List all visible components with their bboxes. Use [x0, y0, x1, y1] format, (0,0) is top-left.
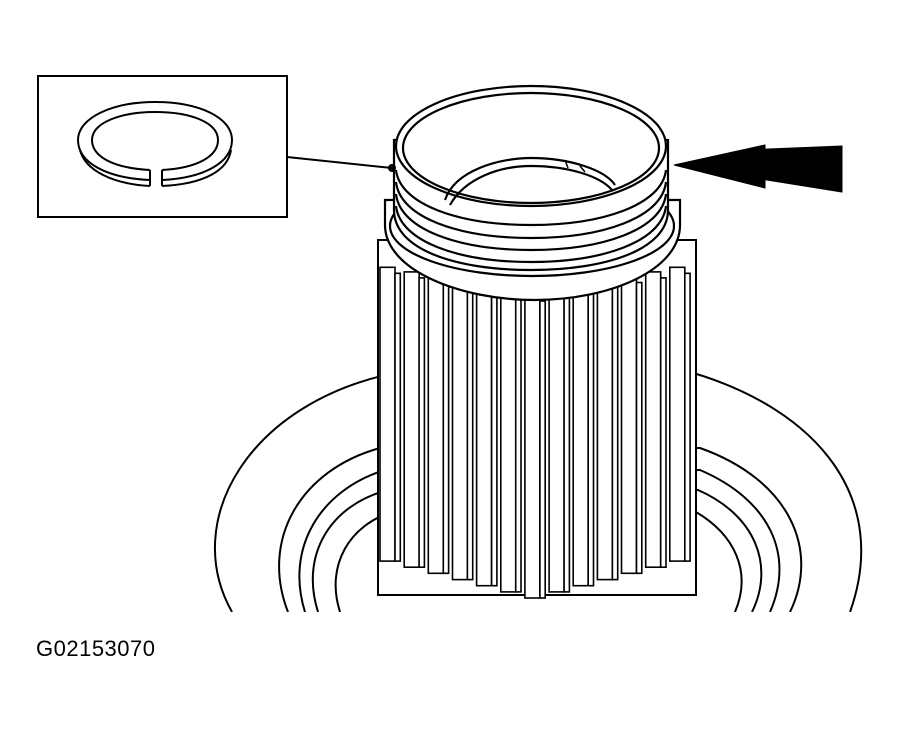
spline-tooth — [620, 275, 638, 575]
bore-shoulder-2 — [449, 164, 613, 206]
spline-tooth-side — [563, 295, 571, 593]
inset-detail-box — [37, 75, 288, 218]
spline-tooth — [499, 289, 517, 593]
double-arrow-icon — [673, 144, 843, 193]
spline-tooth-side — [635, 281, 643, 575]
spline-tooth-side — [539, 300, 547, 599]
snap-ring-outer — [76, 100, 234, 181]
seal-ring-groove-2 — [394, 181, 668, 240]
figure-id-label: G02153070 — [36, 636, 156, 661]
spline-tooth — [668, 266, 686, 562]
seal-ring-groove-4 — [394, 205, 668, 264]
spline-tooth-side — [514, 295, 522, 593]
spline-tooth-side — [659, 277, 667, 568]
seal-ring-groove-1 — [394, 169, 668, 227]
bore-notch — [564, 159, 586, 173]
spline-tooth — [572, 284, 590, 587]
snap-ring-icon — [76, 100, 234, 187]
seal-ring-section — [383, 84, 682, 302]
bore-shoulder — [443, 156, 616, 201]
spline-tooth-side — [442, 281, 450, 575]
spline-tooth — [403, 271, 421, 568]
arrow-head-back — [741, 145, 843, 193]
spline-tooth-side — [490, 290, 498, 587]
spline-tooth — [548, 289, 565, 593]
spline-tooth — [644, 271, 662, 568]
snap-ring-lower-edge — [79, 149, 232, 187]
snap-ring-inner — [90, 110, 220, 171]
spline-tooth — [379, 266, 396, 562]
spline-tooth-side — [418, 277, 426, 568]
spline-tooth-side — [394, 272, 402, 562]
spline-tooth-side — [587, 290, 595, 587]
leader — [286, 156, 396, 172]
bore-inner-rim — [401, 91, 661, 205]
spline-tooth-side — [683, 272, 691, 562]
spline-tooth — [427, 275, 445, 575]
spline-tooth-side — [611, 286, 619, 581]
leader-dot — [388, 164, 396, 172]
spline-tooth — [596, 280, 614, 581]
spline-tooth — [475, 284, 493, 587]
inset-frame — [37, 75, 288, 218]
leader-line — [286, 156, 393, 169]
spline-tooth-side — [466, 286, 474, 581]
spline-tooth — [524, 294, 541, 599]
spline-tooth — [451, 280, 469, 581]
seal-ring-groove-3 — [394, 193, 668, 252]
